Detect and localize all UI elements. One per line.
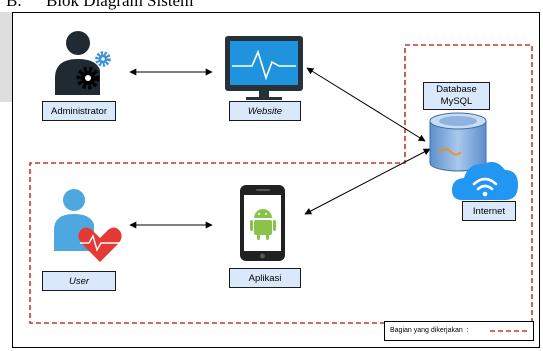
connector-website-database xyxy=(306,67,426,142)
administrator-icon xyxy=(55,31,111,95)
legend-label: Bagian yang dikerjakan xyxy=(390,327,463,334)
caption-title: Blok Diagram Sistem xyxy=(46,0,194,10)
administrator-label: Administrator xyxy=(42,101,116,121)
legend-dashed-line xyxy=(490,330,528,332)
smartphone-android-icon xyxy=(240,185,285,261)
connector-aplikasi-database xyxy=(304,148,431,215)
cloud-wifi-icon xyxy=(452,162,518,200)
website-label: Website xyxy=(229,101,301,121)
legend-box: Bagian yang dikerjakan: xyxy=(384,321,534,341)
caption-number: B. xyxy=(6,0,22,10)
internet-label: Internet xyxy=(462,201,516,221)
monitor-icon xyxy=(225,36,303,100)
database-label: Database MySQL xyxy=(423,82,490,110)
diagram-caption: B. Blok Diagram Sistem xyxy=(6,0,193,11)
aplikasi-label: Aplikasi xyxy=(229,268,301,288)
user-health-icon xyxy=(54,189,122,262)
legend-separator: : xyxy=(466,327,469,334)
left-gray-strip xyxy=(0,12,12,102)
user-label: User xyxy=(42,271,116,291)
database-icon xyxy=(429,112,487,172)
